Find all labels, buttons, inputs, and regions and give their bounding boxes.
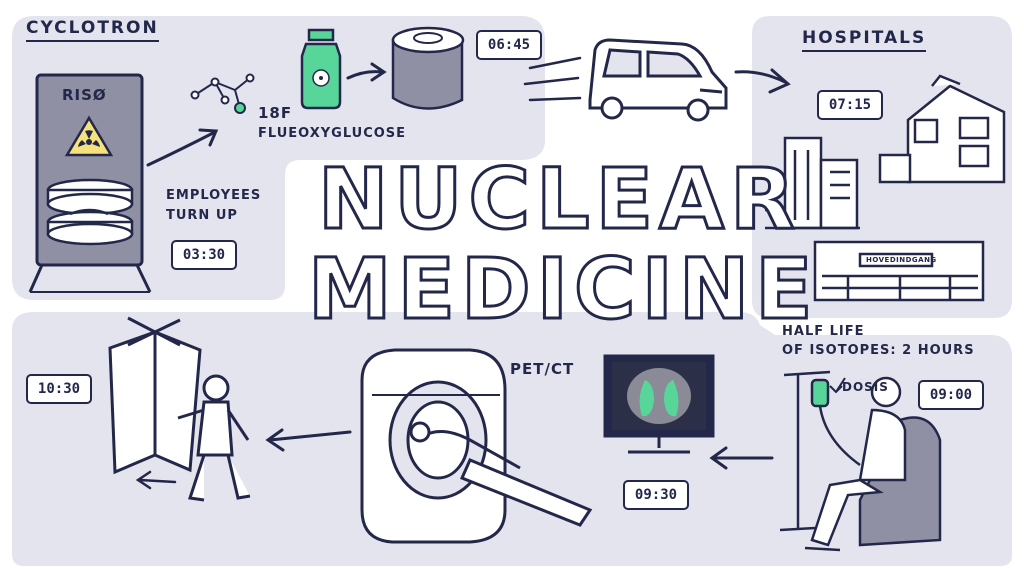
half-life-label-line2: OF ISOTOPES: 2 HOURS (782, 343, 975, 358)
pet-ct-label: PET/CT (510, 360, 575, 378)
hospital-building (813, 240, 985, 302)
radiation-icon (64, 115, 114, 157)
cyclotron-machine-label: RISØ (62, 86, 107, 104)
arrow-to-exit (265, 428, 352, 452)
molecule-icon (190, 73, 255, 114)
arrow-to-tracer (146, 128, 219, 167)
vial-icon (300, 28, 342, 110)
title-line1: NUCLEAR (317, 149, 801, 250)
tracer-compound-label: FLUEOXYGLUCOSE (258, 126, 407, 141)
iv-drip (779, 370, 861, 532)
cyclotron-heading: CYCLOTRON (26, 18, 159, 42)
cyclotron-machine (28, 73, 152, 293)
arrow-to-hospitals (734, 68, 791, 94)
cyclotron-disks (46, 178, 134, 246)
time-badge-employees: 03:30 (171, 240, 237, 270)
walking-person (177, 374, 251, 502)
patient-chair (804, 376, 942, 552)
pet-scan-monitor (603, 354, 715, 454)
van-icon (588, 38, 728, 122)
hospital-tower (765, 136, 860, 230)
half-life-label-line1: HALF LIFE (782, 324, 865, 339)
arrow-to-container (346, 62, 387, 82)
time-badge-shipping: 06:45 (476, 30, 542, 60)
hospitals-heading: HOSPITALS (802, 28, 927, 52)
time-badge-exit: 10:30 (26, 374, 92, 404)
pet-ct-scanner (360, 348, 593, 544)
dose-label: DOSIS (842, 380, 889, 394)
time-badge-hospitals: 07:15 (817, 90, 883, 120)
arrow-dose (829, 377, 846, 394)
arrow-leaving (135, 470, 177, 490)
hospital-house (878, 74, 1006, 184)
time-badge-injection: 09:00 (918, 380, 984, 410)
title-line2: MEDICINE (307, 239, 819, 340)
arrow-to-screen (709, 446, 774, 470)
changing-screen (108, 316, 202, 475)
employees-label-line1: EMPLOYEES (166, 188, 262, 203)
speed-lines (523, 56, 582, 102)
lead-container-icon (391, 26, 465, 110)
employees-label-line2: TURN UP (166, 208, 238, 223)
hospital-sign: HOVEDINDGANG (866, 256, 937, 264)
tracer-isotope-label: 18F (258, 104, 293, 122)
time-badge-scan: 09:30 (623, 480, 689, 510)
